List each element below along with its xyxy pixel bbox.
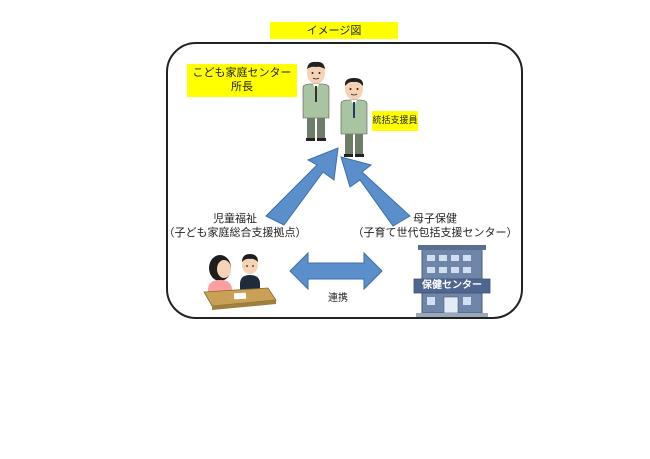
coordinator-figure [340, 78, 368, 157]
right-entity-caption: 母子保健 （子育て世代包括支援センター） [350, 212, 520, 240]
left-entity-caption: 児童福祉 （子ども家庭総合支援拠点） [160, 212, 310, 240]
health-center-sign: 保健センター [422, 280, 482, 291]
diagram-title: イメージ図 [270, 22, 398, 39]
right-entity-name: 母子保健 [413, 212, 457, 225]
director-label-line1: こども家庭センター [192, 66, 292, 79]
director-figure [302, 61, 330, 141]
director-label-line2: 所長 [231, 80, 253, 93]
health-center-building [413, 245, 491, 317]
diagram-frame [166, 42, 523, 319]
coordinator-label: 統括支援員 [372, 111, 418, 131]
left-entity-detail: （子ども家庭総合支援拠点） [163, 226, 307, 239]
director-label: こども家庭センター 所長 [187, 64, 297, 97]
link-label: 連携 [328, 293, 348, 304]
left-entity-name: 児童福祉 [213, 212, 257, 225]
right-entity-detail: （子育て世代包括支援センター） [352, 226, 518, 239]
consultation-illustration [203, 254, 277, 310]
